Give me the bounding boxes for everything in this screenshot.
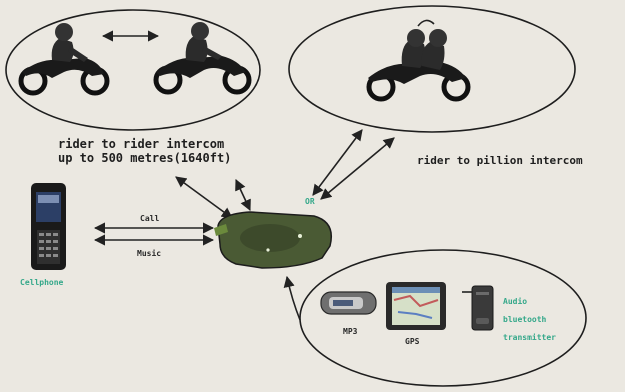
music-label: Music	[137, 248, 161, 258]
audio-label-1: Audio	[503, 296, 527, 306]
motorcycle-pillion-icon	[366, 19, 471, 102]
audio-label-3: transmitter	[503, 332, 556, 342]
motorcycle-right-icon	[153, 22, 252, 95]
mp3-player-icon	[320, 291, 377, 315]
cellphone-label: Cellphone	[20, 278, 64, 287]
pillion-link-arrow	[417, 19, 435, 27]
or-label: OR	[305, 197, 315, 206]
motorcycle-left-icon	[18, 23, 110, 96]
mp3-label: MP3	[343, 327, 358, 336]
headset-to-pillion-arrow-2	[320, 137, 395, 200]
headset-to-rider-arrow-1	[175, 176, 233, 219]
rider-to-rider-ellipse	[5, 9, 261, 131]
rider-to-pillion-label: rider to pillion intercom	[417, 154, 583, 167]
accessories-ellipse	[299, 249, 587, 387]
gps-label: GPS	[405, 337, 420, 346]
rider-to-rider-label-1: rider to rider intercom	[58, 137, 224, 151]
audio-label-2: bluetooth	[503, 315, 547, 324]
headset-to-rider-arrow-2	[235, 178, 251, 212]
gps-device-icon	[386, 282, 446, 330]
rider-to-rider-label-2: up to 500 metres(1640ft)	[58, 151, 231, 165]
cellphone-icon	[31, 183, 66, 270]
intercom-device-icon	[214, 211, 332, 269]
rider-to-pillion-ellipse	[288, 5, 576, 133]
call-label: Call	[140, 214, 159, 223]
bluetooth-transmitter-icon	[471, 285, 494, 331]
device-to-accessories-arrow	[283, 275, 301, 321]
